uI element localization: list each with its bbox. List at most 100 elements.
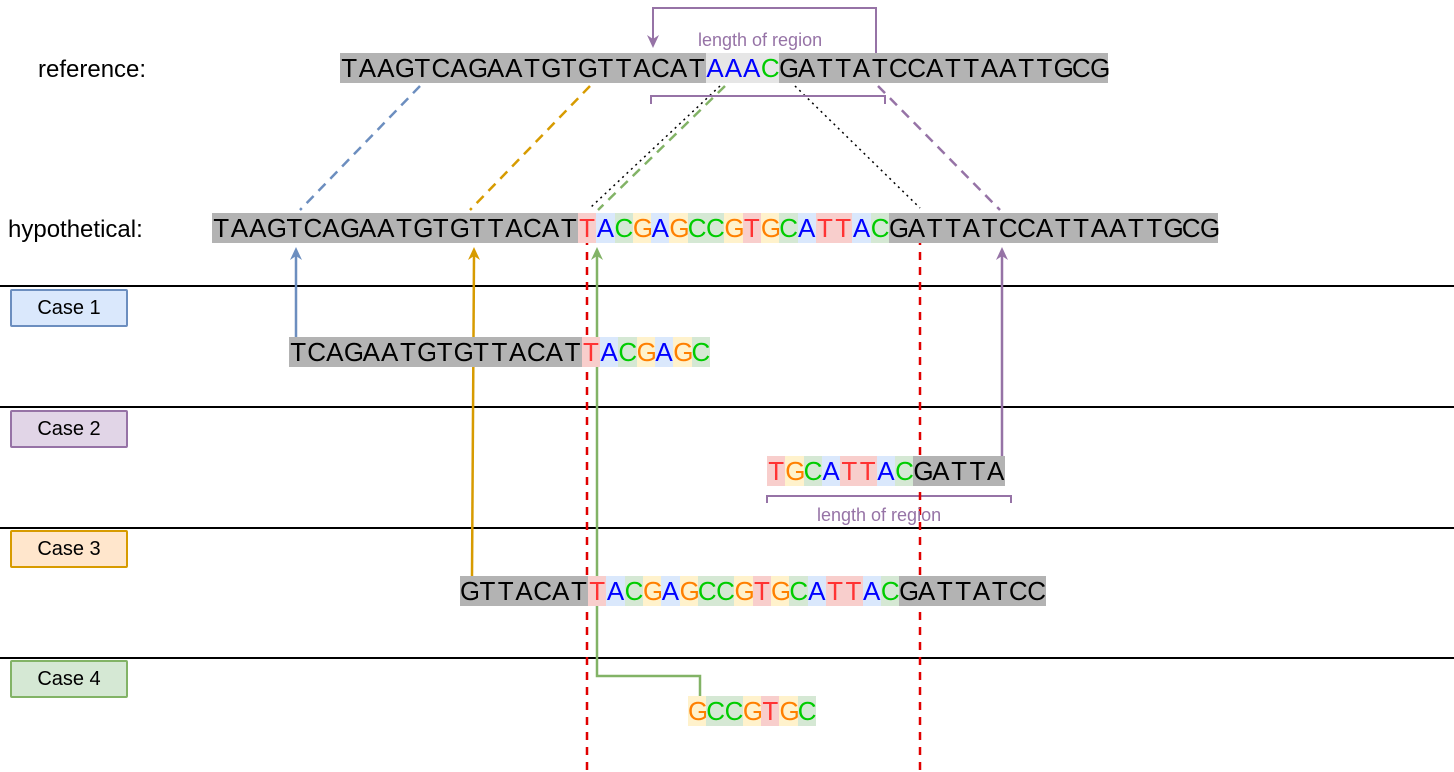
base-a: A [545,337,564,367]
base-a: A [321,213,341,243]
base-c: C [651,53,670,83]
base-t: T [949,456,969,486]
base-c: C [307,337,327,367]
base-t: T [563,337,582,367]
base-t: T [943,53,963,83]
base-t: T [569,576,589,606]
region-right-dotted [794,85,921,209]
base-g: G [577,53,599,83]
base-t: T [431,213,450,243]
region-bracket-top [650,95,886,104]
base-t: T [1145,213,1164,243]
base-t: T [486,213,505,243]
base-a: A [742,53,761,83]
base-a: A [362,337,381,367]
base-g: G [742,696,764,726]
base-t: T [577,213,597,243]
base-c: C [303,213,323,243]
base-c: C [624,576,644,606]
case-3-box: Case 3 [10,530,128,568]
case1-arrowhead [290,247,302,260]
base-a: A [600,337,619,367]
base-a: A [651,213,670,243]
case-1-box: Case 1 [10,289,128,327]
base-t: T [471,337,491,367]
base-c: C [870,213,890,243]
case-2-box: Case 2 [10,410,128,448]
base-a: A [514,576,534,606]
base-a: A [376,53,395,83]
base-t: T [478,576,497,606]
base-a: A [797,53,816,83]
region-length-label-case2: length of region [817,505,942,525]
base-t: T [687,53,706,83]
base-a: A [724,53,743,83]
base-c: C [1071,53,1091,83]
base-t: T [968,456,987,486]
purple-connector [877,85,1001,211]
base-c: C [526,337,546,367]
base-g: G [413,213,434,243]
case-4-box: Case 4 [10,660,128,698]
base-g: G [468,53,489,83]
base-c: C [716,576,735,606]
base-c: C [706,213,725,243]
base-t: T [496,576,515,606]
base-g: G [888,213,910,243]
base-t: T [962,53,981,83]
base-c: C [687,213,707,243]
base-a: A [358,213,377,243]
base-c: C [706,696,726,726]
orange-connector [469,85,591,211]
base-g: G [642,576,664,606]
base-t: T [925,213,944,243]
base-t: T [394,213,414,243]
base-a: A [654,337,674,367]
base-a: A [661,576,680,606]
base-a: A [325,337,344,367]
base-g: G [785,456,806,486]
base-c: C [797,696,817,726]
base-t: T [1071,213,1091,243]
base-a: A [862,576,881,606]
base-a: A [705,53,725,83]
base-g: G [734,576,755,606]
base-c: C [533,576,552,606]
base-g: G [779,696,800,726]
base-t: T [954,576,973,606]
base-c: C [998,213,1018,243]
base-g: G [343,337,365,367]
base-t: T [858,456,877,486]
base-c: C [789,576,809,606]
base-g: G [1053,53,1074,83]
base-t: T [840,456,859,486]
base-a: A [925,53,944,83]
base-a: A [876,456,896,486]
base-a: A [962,213,981,243]
base-t: T [815,53,835,83]
base-c: C [618,337,638,367]
base-t: T [834,213,853,243]
base-t: T [825,576,845,606]
base-t: T [588,576,607,606]
base-t: T [435,337,454,367]
base-g: G [417,337,438,367]
base-a: A [596,213,615,243]
base-c: C [1181,213,1201,243]
base-c: C [523,213,542,243]
base-t: T [767,456,786,486]
base-a: A [669,53,688,83]
base-g: G [266,213,288,243]
base-c: C [1027,576,1046,606]
base-a: A [541,213,560,243]
base-a: A [1090,213,1109,243]
base-g: G [1163,213,1184,243]
base-g: G [394,53,416,83]
base-a: A [449,53,469,83]
base-t: T [761,696,780,726]
region-loop-arrow [652,7,877,55]
base-c: C [1017,213,1036,243]
base-a: A [504,213,524,243]
